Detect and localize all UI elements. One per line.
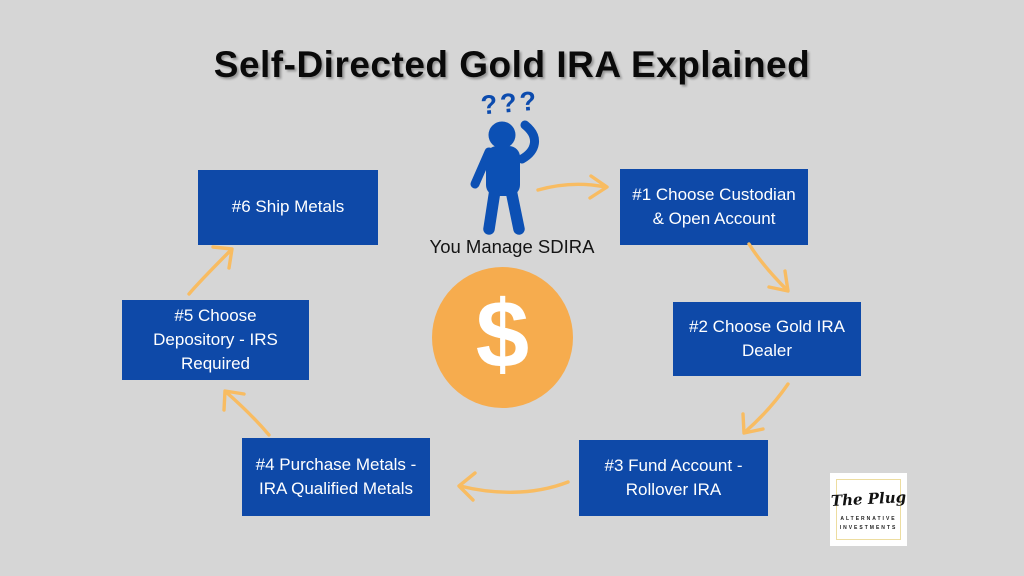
- arrow-step5-to-step6-icon: [187, 245, 234, 296]
- step-2-choose-dealer: #2 Choose Gold IRA Dealer: [673, 302, 861, 376]
- dollar-sign: $: [475, 280, 530, 388]
- step-3-fund-account: #3 Fund Account - Rollover IRA: [579, 440, 768, 516]
- confused-person-icon: [470, 120, 539, 235]
- step-4-purchase-metals: #4 Purchase Metals - IRA Qualified Metal…: [242, 438, 430, 516]
- manager-caption: You Manage SDIRA: [429, 236, 595, 257]
- step-6-ship-metals: #6 Ship Metals: [198, 170, 378, 245]
- step-1-label: #1 Choose Custodian & Open Account: [632, 184, 796, 228]
- arrow-step3-to-step4-icon: [457, 471, 570, 502]
- arrow-step2-to-step3-icon: [741, 382, 790, 435]
- page-title: Self-Directed Gold IRA Explained: [213, 44, 811, 85]
- step-1-choose-custodian: #1 Choose Custodian & Open Account: [620, 169, 808, 245]
- step-4-label: #4 Purchase Metals - IRA Qualified Metal…: [255, 454, 417, 498]
- arrow-step4-to-step5-icon: [222, 389, 271, 437]
- dollar-coin-icon: $: [432, 267, 573, 408]
- step-2-label: #2 Choose Gold IRA Dealer: [689, 316, 845, 360]
- step-5-choose-depository: #5 Choose Depository - IRS Required: [122, 300, 309, 380]
- arrow-you-to-step1-icon: [536, 174, 609, 200]
- the-plug-logo: The Plug ALTERNATIVE INVESTMENTS: [830, 473, 907, 546]
- logo-frame: [836, 479, 901, 540]
- logo-tagline-line2: INVESTMENTS: [839, 524, 898, 531]
- arrow-step1-to-step2-icon: [747, 242, 790, 293]
- step-3-label: #3 Fund Account - Rollover IRA: [604, 455, 743, 499]
- step-5-label: #5 Choose Depository - IRS Required: [153, 305, 278, 374]
- logo-tagline-line1: ALTERNATIVE: [840, 516, 897, 522]
- logo-tagline: ALTERNATIVE INVESTMENTS: [830, 515, 907, 532]
- step-6-label: #6 Ship Metals: [231, 197, 345, 217]
